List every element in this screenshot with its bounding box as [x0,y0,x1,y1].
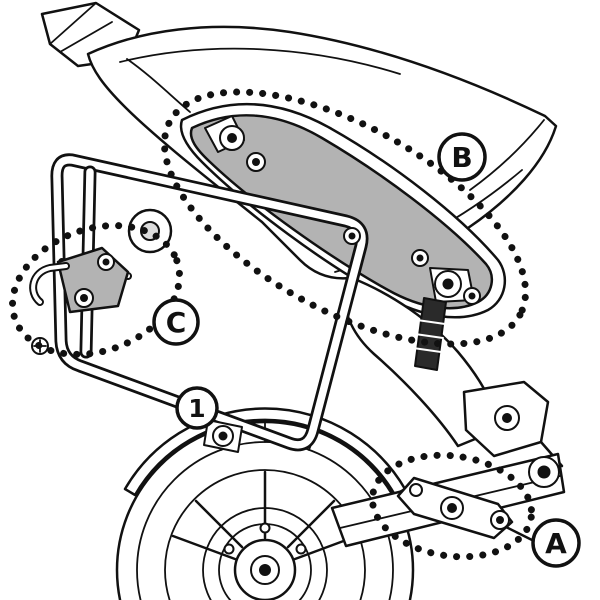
bolt-core-icon [537,465,551,479]
callout-a-label: A [545,527,567,560]
plate-bolts [219,125,481,305]
callouts: B C A 1 [152,132,581,568]
brake-disc [202,507,328,600]
disc-bolt-icon [223,543,235,555]
tail-tip-seam [469,119,545,191]
callout-1-circle [175,386,219,430]
front-cowl-seam [59,21,113,53]
hook-tube-inner [31,264,68,304]
bolt-core-icon [496,516,504,524]
callout-c-label: C [166,306,187,339]
bolt-core-icon [468,292,476,300]
tail-upper-seam [119,47,401,75]
shock-coil-icon [414,333,444,339]
callout-step-1: 1 [175,386,219,430]
disc-bolts [223,522,307,555]
spoke [286,499,336,549]
bolt-core-icon [80,294,88,302]
bolt-core-icon [252,158,260,166]
callout-b: B [437,132,487,182]
callout-a-circle [531,518,581,568]
lower-mounting-strut [396,476,542,546]
strut-hole-icon [409,483,423,497]
highlight-ellipse-c [9,222,183,358]
pannier-rack [50,153,369,453]
bolt-core-icon [447,503,457,513]
front-cowl-fold-line [49,2,97,45]
callout-b-label: B [451,141,472,174]
highlight-regions [9,88,536,561]
bolt-core-icon [502,413,512,423]
rack-loop-inner [53,156,366,449]
bolt-core-icon [348,232,356,240]
callout-c: C [152,298,200,346]
spoke [194,499,244,549]
bolt-core-icon [102,258,110,266]
bolt-core-icon [442,278,454,290]
left-bracket-assembly [29,246,130,355]
callout-b-circle [437,132,487,182]
highlight-ellipse-a [368,451,536,561]
disc-bolt-icon [295,543,307,555]
callout-a: A [531,518,581,568]
highlight-ellipse-b [160,88,530,348]
rear-right-bodywork [344,276,564,468]
callout-1-label: 1 [188,394,205,423]
shock-coil-icon [412,347,442,353]
bolt-core-icon [218,431,228,441]
disc-bolt-icon [259,522,271,534]
bolt-core-icon [416,254,424,262]
callout-c-circle [152,298,200,346]
left-bracket-plate [56,246,130,314]
rear-wheel [115,420,415,600]
bolt-core-icon [227,133,237,143]
spoke [171,534,237,561]
shock-coil-icon [416,319,446,325]
axle-icon [259,564,271,576]
rim [164,469,366,600]
undertail-mounting-area [179,103,506,319]
